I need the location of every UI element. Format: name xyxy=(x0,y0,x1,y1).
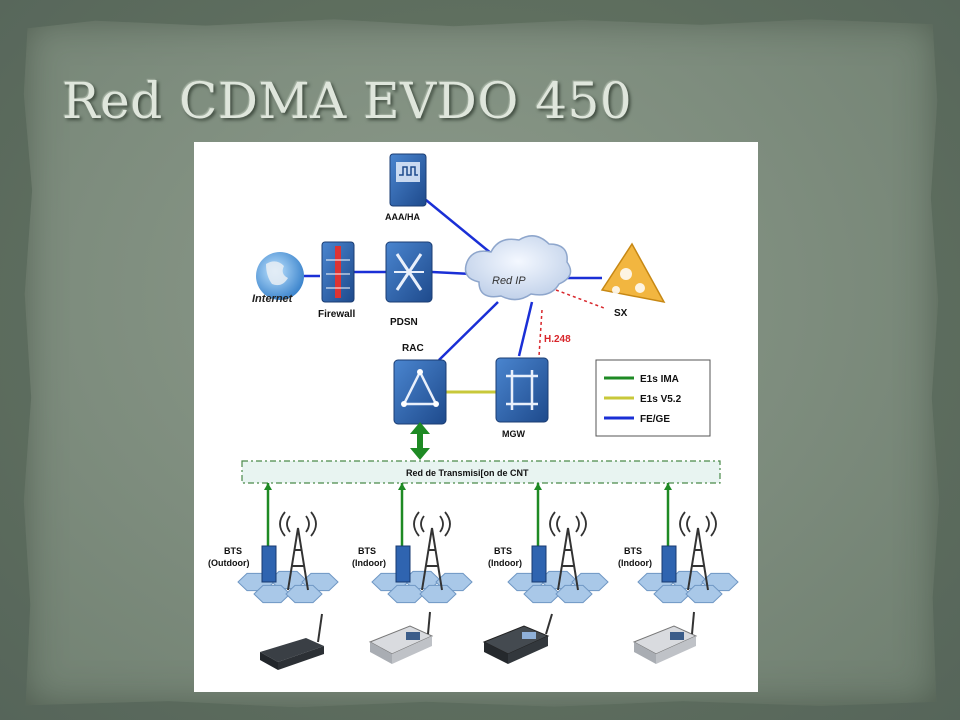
bts-cabinet xyxy=(531,545,547,583)
bts-link-arrow xyxy=(398,483,406,490)
pdsn-label: PDSN xyxy=(390,317,418,328)
bts-sites: BTS (Outdoor) BTS (Indoor) BTS (Indoor) BTS (In… xyxy=(208,483,739,604)
bts-site: BTS (Indoor) xyxy=(618,483,739,604)
bts-link-arrow xyxy=(264,483,272,490)
legend-item-fe-ge: FE/GE xyxy=(640,414,670,425)
radio-waves-icon xyxy=(549,511,587,537)
aaa-ha-device xyxy=(389,153,427,207)
bts-type-label: (Indoor) xyxy=(488,558,522,568)
link-cloud-rac xyxy=(438,301,499,361)
mgw-label: MGW xyxy=(502,429,525,439)
bts-site: BTS (Outdoor) xyxy=(208,483,339,604)
terminal-phone-1 xyxy=(368,611,434,664)
antenna-tower-icon xyxy=(287,527,309,591)
antenna-tower-icon xyxy=(557,527,579,591)
radio-waves-icon xyxy=(679,511,717,537)
bts-site: BTS (Indoor) xyxy=(488,483,609,604)
terminal-router xyxy=(260,613,324,670)
link-pdsn-cloud xyxy=(431,270,473,276)
ip-cloud xyxy=(464,235,572,301)
slide-title: Red CDMA EVDO 450 xyxy=(62,72,633,130)
bts-type-label: (Indoor) xyxy=(352,558,386,568)
internet-label: Internet xyxy=(252,293,294,305)
bts-coverage-cells xyxy=(507,570,609,604)
h248-label: H.248 xyxy=(544,334,571,345)
sx-device xyxy=(600,242,666,304)
bts-link-arrow xyxy=(534,483,542,490)
legend: E1s IMA E1s V5.2 FE/GE xyxy=(595,359,711,437)
pdsn-device xyxy=(385,241,433,303)
bts-type-label: (Outdoor) xyxy=(208,558,249,568)
bts-coverage-cells xyxy=(237,570,339,604)
rac-label: RAC xyxy=(402,343,424,354)
link-rac-transmission xyxy=(410,422,430,460)
radio-waves-icon xyxy=(413,511,451,537)
transmission-label: Red de Transmisi[on de CNT xyxy=(406,468,529,478)
link-cloud-mgw xyxy=(517,301,534,357)
ip-cloud-label: Red IP xyxy=(492,275,526,287)
bts-cabinet xyxy=(395,545,411,583)
bts-label: BTS xyxy=(224,546,242,556)
sx-label: SX xyxy=(614,308,628,319)
bts-coverage-cells xyxy=(637,570,739,604)
antenna-tower-icon xyxy=(687,527,709,591)
mgw-device xyxy=(495,357,549,423)
bts-label: BTS xyxy=(494,546,512,556)
internet-globe-icon xyxy=(256,252,304,300)
terminal-phone-2 xyxy=(482,613,553,664)
firewall-label: Firewall xyxy=(318,309,355,320)
radio-waves-icon xyxy=(279,511,317,537)
terminal-phone-3 xyxy=(632,611,698,664)
legend-item-e1s-ima: E1s IMA xyxy=(640,374,679,385)
bts-site: BTS (Indoor) xyxy=(352,483,473,604)
bts-label: BTS xyxy=(358,546,376,556)
h248-link xyxy=(538,289,605,357)
legend-item-e1s-v52: E1s V5.2 xyxy=(640,394,682,405)
transmission-network xyxy=(241,460,721,484)
network-diagram: H.248 AAA/HA Internet Firewall PDSN Red … xyxy=(194,142,758,692)
rac-device xyxy=(393,359,447,425)
bts-cabinet xyxy=(661,545,677,583)
aaa-ha-label: AAA/HA xyxy=(385,212,420,222)
bts-link-arrow xyxy=(664,483,672,490)
bts-cabinet xyxy=(261,545,277,583)
bts-label: BTS xyxy=(624,546,642,556)
firewall-device xyxy=(321,241,355,303)
antenna-tower-icon xyxy=(421,527,443,591)
bts-type-label: (Indoor) xyxy=(618,558,652,568)
